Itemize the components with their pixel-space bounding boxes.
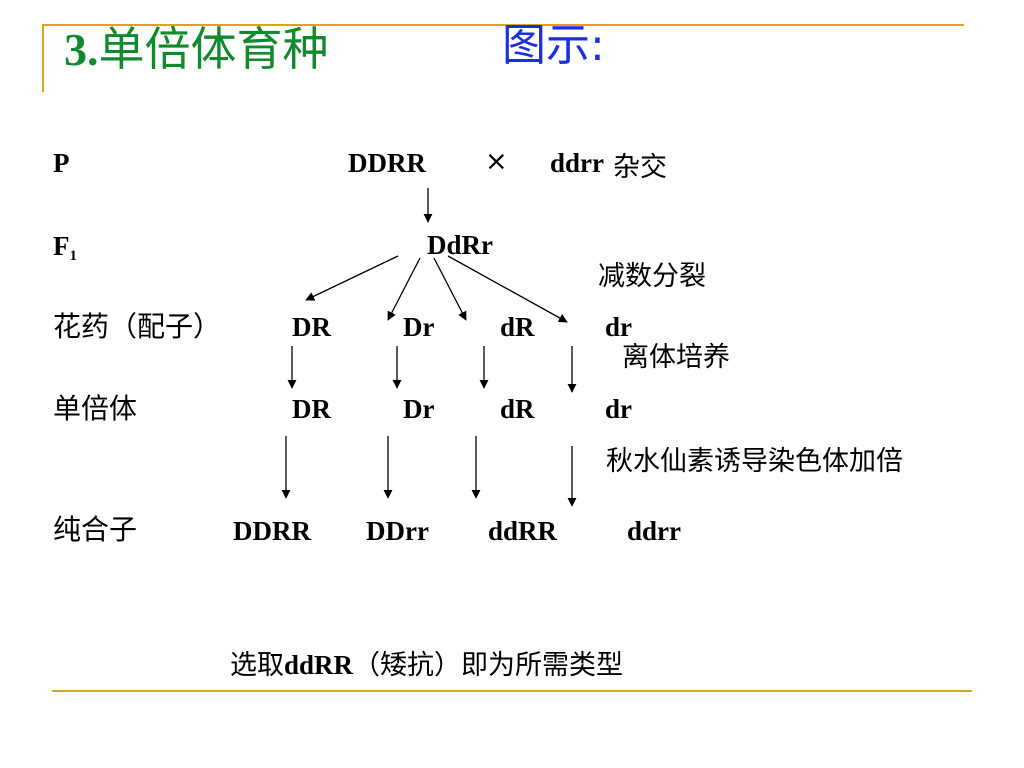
arrow-f1-to-dr: [447, 255, 568, 323]
conclusion-genotype: ddRR: [284, 650, 354, 680]
haploid-Dr: Dr: [403, 394, 435, 424]
haploid-DR: DR: [292, 394, 331, 424]
homozygote-DDRR: DDRR: [233, 516, 311, 546]
slide-title: 3.单倍体育种: [64, 26, 329, 73]
row-label-anthers: 花药（配子）: [53, 310, 222, 343]
f1-label-main: F: [53, 231, 70, 261]
parent2-genotype: ddrr: [550, 148, 604, 178]
gamete-Dr: Dr: [403, 312, 435, 342]
row-label-f1: F1: [53, 233, 77, 264]
f1-genotype: DdRr: [427, 230, 493, 260]
slide-title-text: 单倍体育种: [98, 22, 329, 76]
gamete-dR: dR: [500, 312, 535, 342]
arrow-f1-to-dR: [433, 257, 467, 321]
homozygote-ddrr: ddrr: [627, 516, 681, 546]
haploid-dR: dR: [500, 394, 535, 424]
conclusion-prefix: 选取: [230, 650, 284, 681]
arrow-f1-to-Dr: [387, 257, 421, 321]
gamete-dr: dr: [605, 312, 632, 342]
conclusion: 选取ddRR（矮抗）即为所需类型: [230, 650, 624, 681]
gamete-DR: DR: [292, 312, 331, 342]
cross-symbol: ×: [485, 146, 508, 177]
row-label-homozygote: 纯合子: [53, 513, 138, 546]
slide-title-number: 3.: [64, 24, 99, 75]
top-rule: [42, 24, 964, 26]
parent1-genotype: DDRR: [348, 148, 426, 178]
bottom-rule: [52, 690, 972, 692]
hybridization-note: 杂交: [613, 152, 667, 183]
colchicine-note: 秋水仙素诱导染色体加倍: [606, 446, 903, 477]
row-label-haploid: 单倍体: [53, 392, 138, 425]
arrow-f1-to-DR: [305, 255, 399, 301]
homozygote-ddRR: ddRR: [488, 516, 558, 546]
f1-label-sub: 1: [69, 248, 78, 264]
conclusion-suffix: （矮抗）即为所需类型: [353, 650, 624, 681]
row-label-p: P: [53, 148, 70, 178]
haploid-dr: dr: [605, 394, 632, 424]
diagram-heading: 图示:: [502, 20, 605, 71]
homozygote-DDrr: DDrr: [366, 516, 429, 546]
meiosis-note: 减数分裂: [598, 261, 706, 292]
tissue-culture-note: 离体培养: [622, 342, 730, 373]
left-title-bar: [42, 24, 44, 92]
